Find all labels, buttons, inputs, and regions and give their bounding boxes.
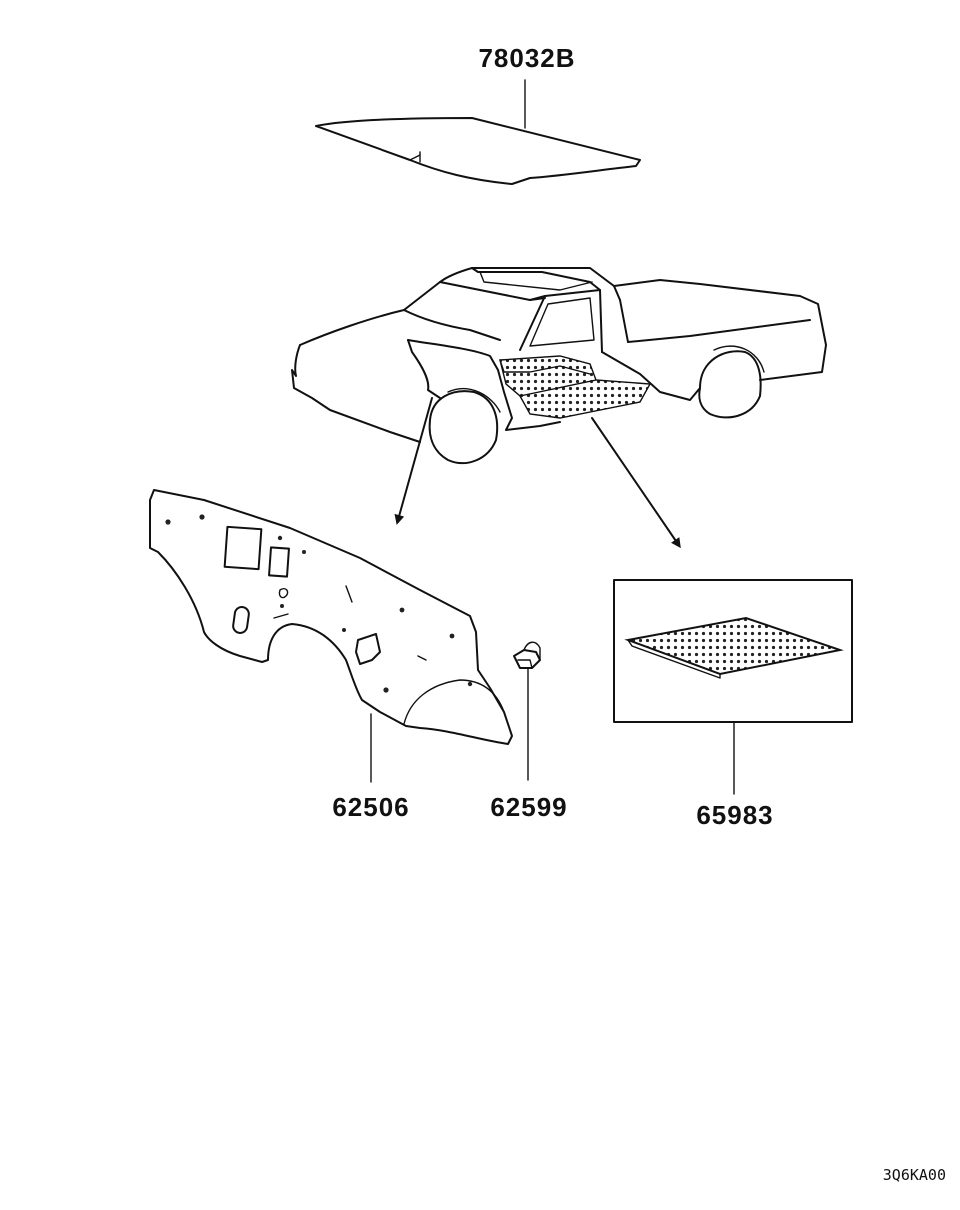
drawing-code: 3Q6KA00 — [883, 1166, 946, 1184]
floor-mat-part — [624, 616, 844, 676]
fender-panel-part — [149, 489, 513, 745]
clip-fastener-part — [513, 641, 541, 669]
part-label-62506: 62506 — [332, 792, 409, 822]
arrow-to-floor-mat — [591, 417, 681, 549]
part-label-65983: 65983 — [696, 800, 773, 830]
vehicle-floor-carpet — [499, 355, 652, 419]
arrow-to-fender-panel — [394, 397, 433, 525]
roof-panel-part — [315, 117, 641, 185]
part-label-78032B: 78032B — [478, 43, 575, 73]
vehicle-illustration — [291, 267, 827, 465]
part-label-62599: 62599 — [490, 792, 567, 822]
floor-mat-detail-box — [613, 579, 853, 723]
